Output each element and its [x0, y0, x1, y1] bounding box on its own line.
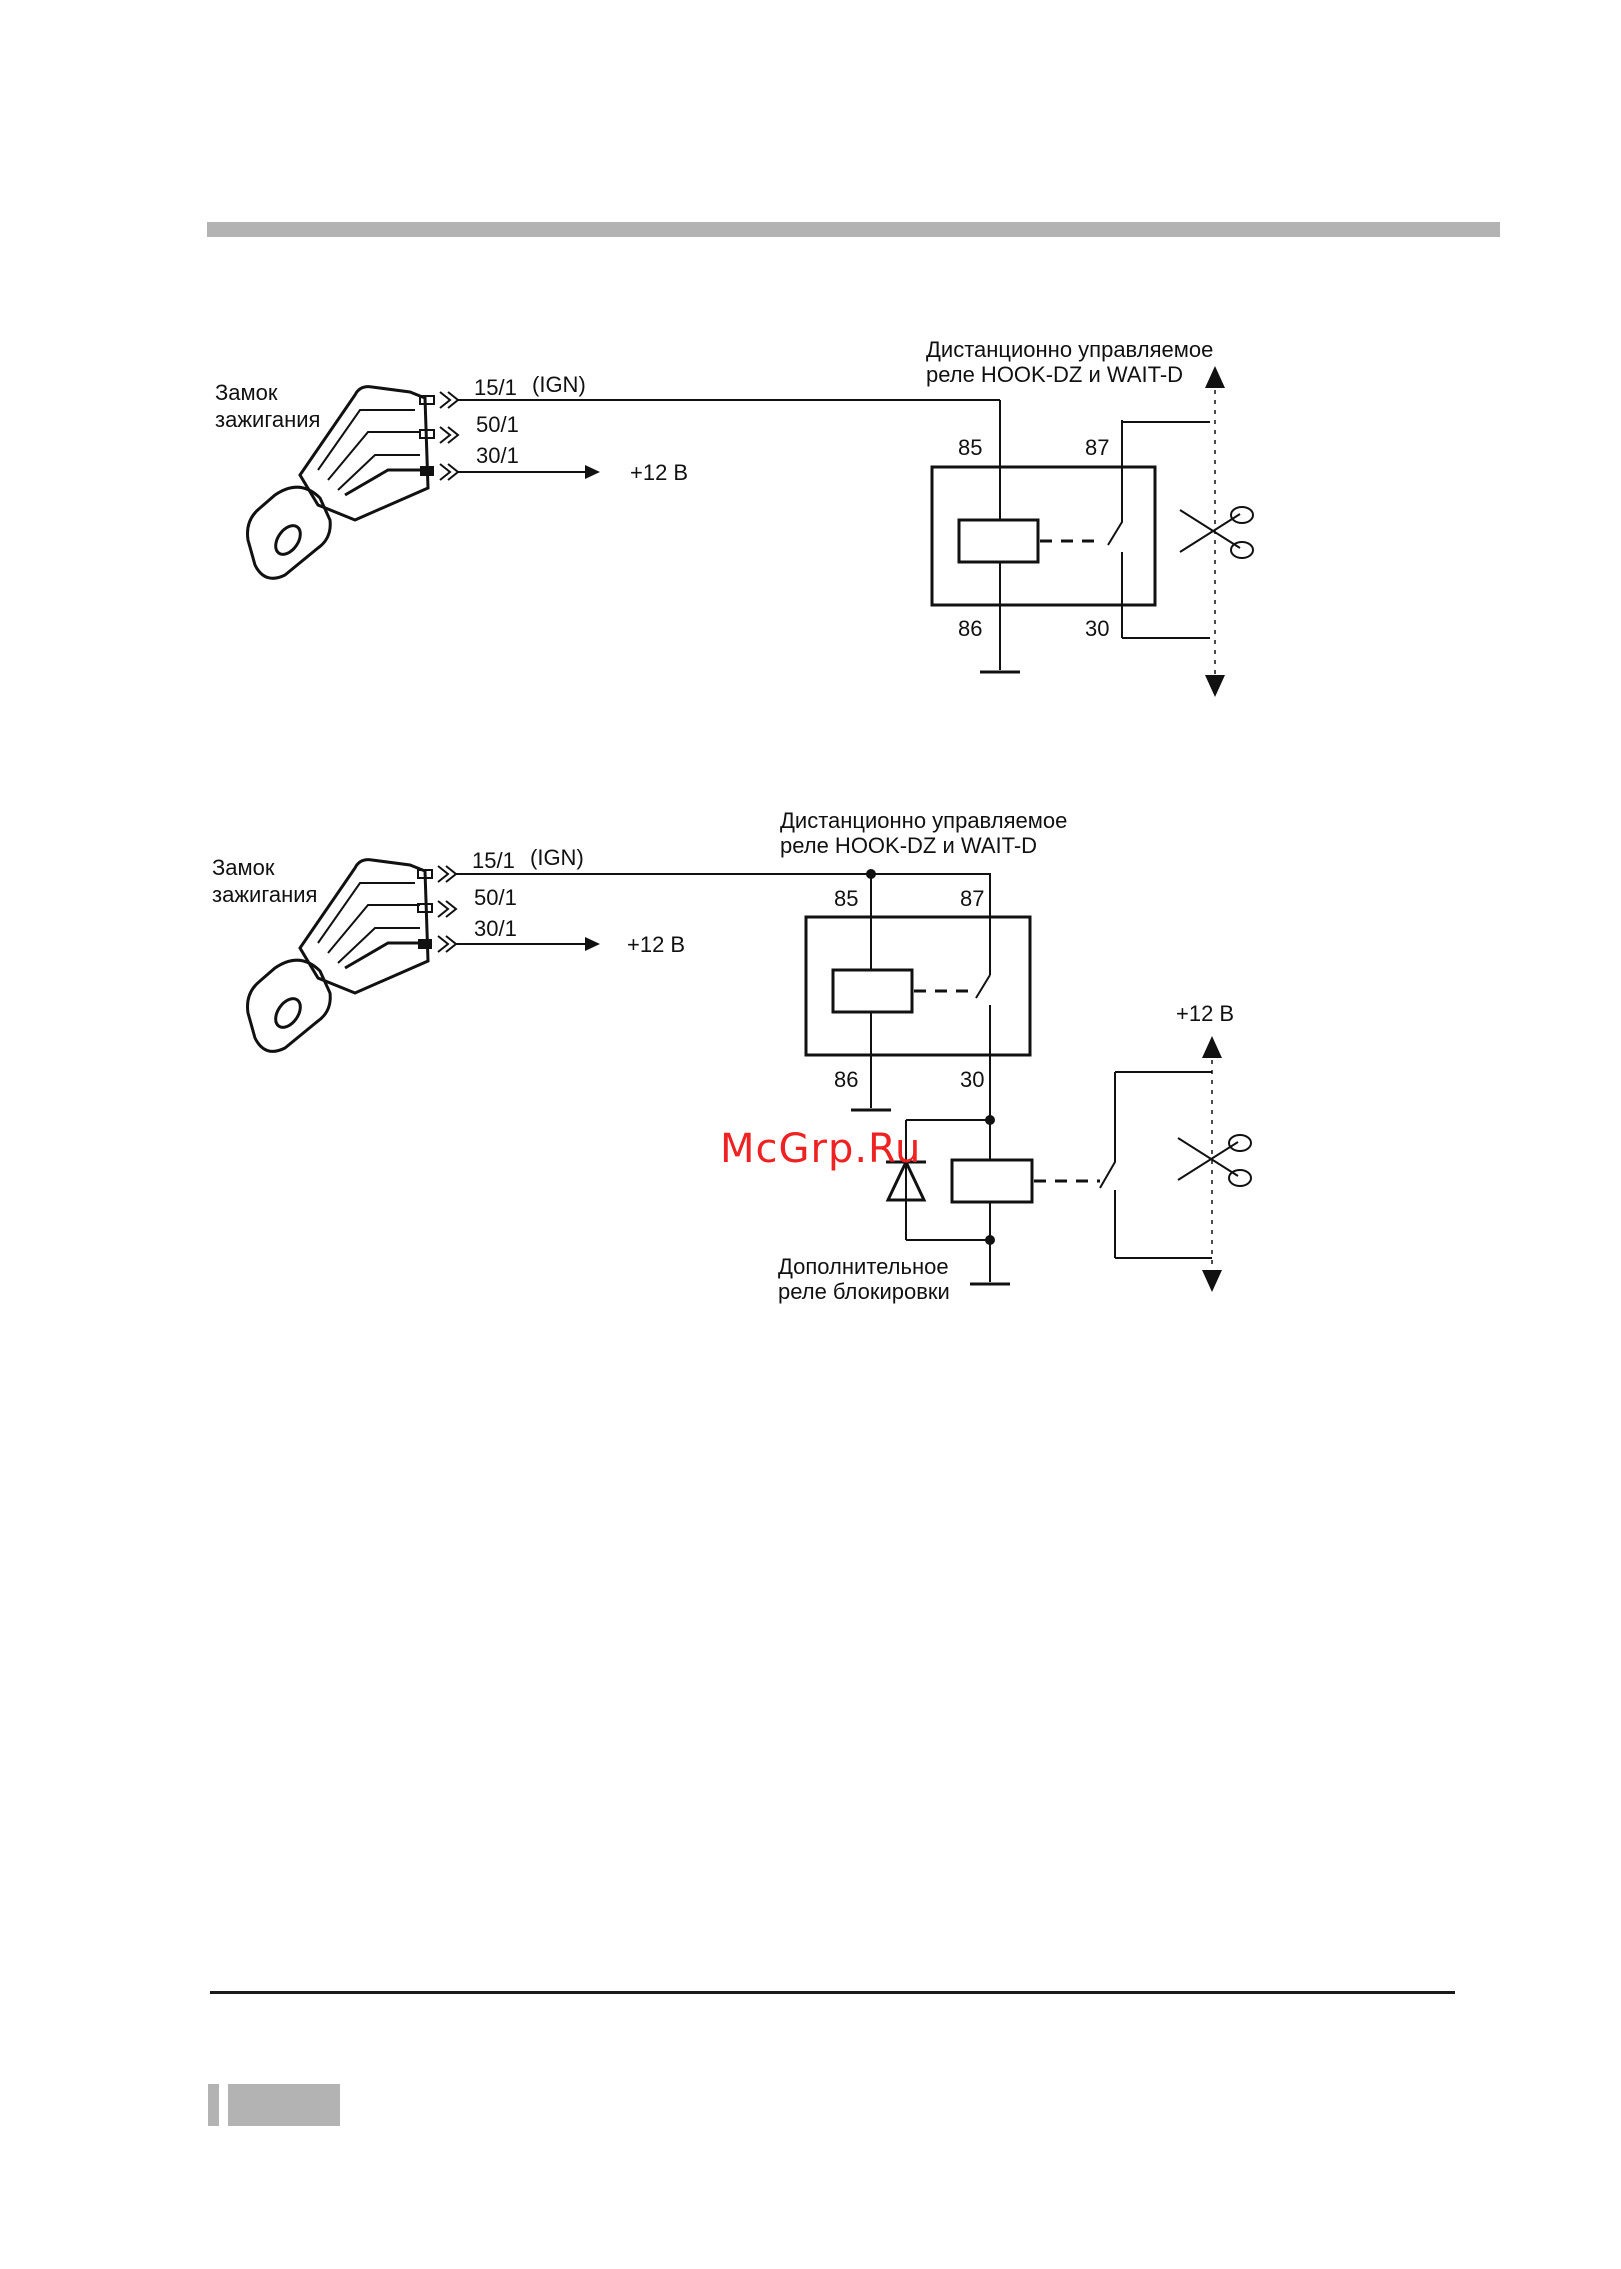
wire-30-label: 30/1 [474, 916, 517, 941]
relay-title: реле HOOK-DZ и WAIT-D [780, 833, 1037, 858]
scissors-icon [1178, 1135, 1251, 1186]
wire-15-label: 15/1 [472, 848, 515, 873]
wire-50-label: 50/1 [474, 885, 517, 910]
ignition-lock-label: зажигания [215, 407, 320, 432]
pin-86: 86 [834, 1067, 858, 1092]
extra-relay-label: Дополнительное [778, 1254, 949, 1279]
pin-30: 30 [1085, 616, 1109, 641]
wire-30-label: 30/1 [476, 443, 519, 468]
ignition-lock-label: Замок [212, 855, 275, 880]
extra-relay-coil [952, 1160, 1032, 1202]
supply-label: +12 В [630, 460, 688, 485]
wire-ign-label: (IGN) [532, 372, 586, 397]
extra-relay-label: реле блокировки [778, 1279, 950, 1304]
pin-85: 85 [958, 435, 982, 460]
pin-85: 85 [834, 886, 858, 911]
supply-right-label: +12 В [1176, 1001, 1234, 1026]
page-number-tab [228, 2084, 340, 2126]
scissors-icon [1180, 507, 1253, 558]
relay-coil [833, 970, 912, 1012]
relay-coil [959, 520, 1038, 562]
footer-rule [210, 1991, 1455, 1994]
supply-label: +12 В [627, 932, 685, 957]
wire-ign-label: (IGN) [530, 845, 584, 870]
pin-87: 87 [1085, 435, 1109, 460]
ignition-lock-label: зажигания [212, 882, 317, 907]
wire-15-label: 15/1 [474, 375, 517, 400]
pin-87: 87 [960, 886, 984, 911]
ignition-lock-label: Замок [215, 380, 278, 405]
relay-title: Дистанционно управляемое [926, 337, 1213, 362]
relay-title: Дистанционно управляемое [780, 808, 1067, 833]
diagram-2: Замок зажигания 15/1 (IGN) 50/1 30/1 +12… [212, 808, 1251, 1304]
pin-30: 30 [960, 1067, 984, 1092]
diagram-1: Замок зажигания 15/1 (IGN) 50/1 30/1 [215, 337, 1253, 697]
relay-title: реле HOOK-DZ и WAIT-D [926, 362, 1183, 387]
wire-50-label: 50/1 [476, 412, 519, 437]
relay-body [806, 917, 1030, 1055]
pin-86: 86 [958, 616, 982, 641]
watermark: McGrp.Ru [720, 1126, 921, 1172]
page-tab-mark [208, 2084, 219, 2126]
